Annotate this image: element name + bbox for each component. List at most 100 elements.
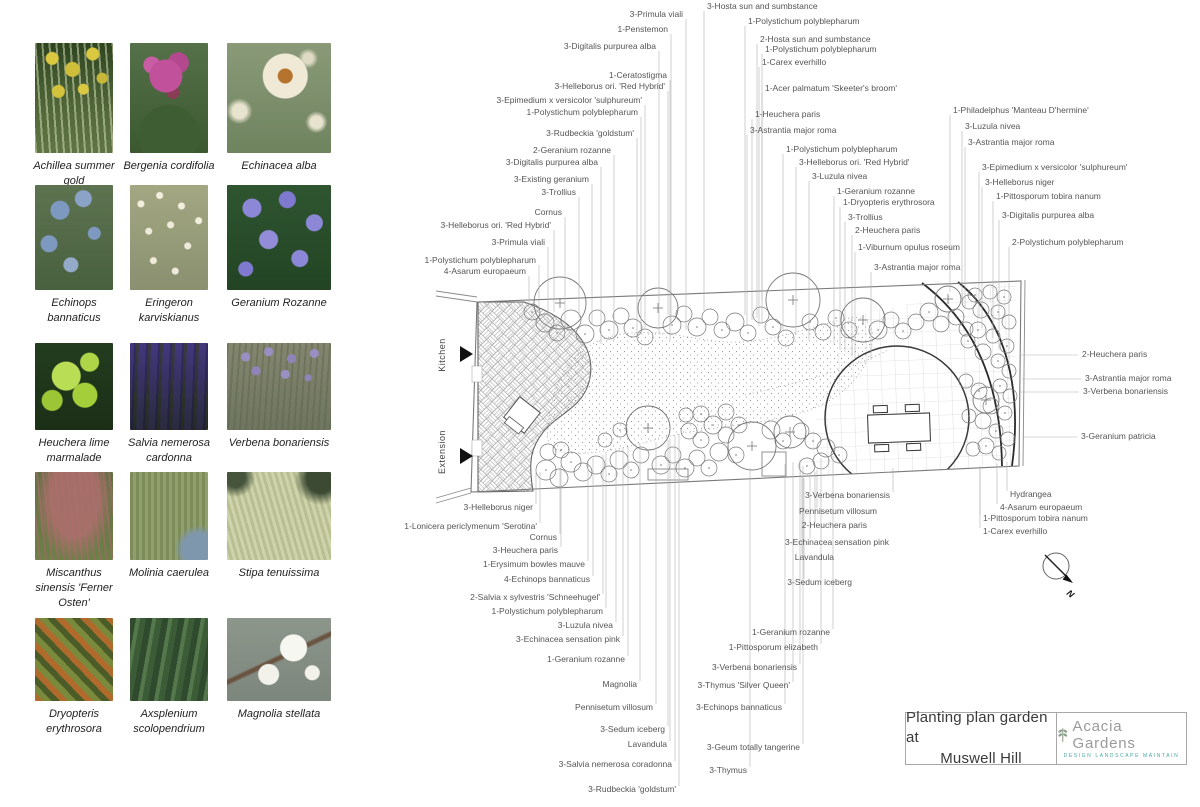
plan-label: 1-Penstemon [617, 24, 668, 34]
plan-label: 3-Rudbeckia 'goldstum' [588, 784, 676, 794]
plant-circle [700, 459, 718, 477]
plant-circle [894, 322, 912, 340]
plant-caption: Magnolia stellata [237, 708, 321, 720]
plant-circle [992, 378, 1008, 394]
plant-circle [709, 442, 729, 462]
path-arc-outer [921, 282, 1003, 467]
door-arrow-extension [460, 448, 473, 464]
plan-label: 3-Digitalis purpurea alba [1002, 210, 1095, 220]
plan-label: 3-Epimedium x versicolor 'sulphureum' [982, 162, 1128, 172]
lawn-edge-dotted [744, 349, 889, 396]
plan-label: 1-Carex everhillo [762, 57, 827, 67]
plant-circle [827, 309, 845, 327]
plant-photo-echinops [35, 185, 113, 290]
plant-photo-salvia [130, 343, 208, 430]
plant-circle [840, 321, 858, 339]
plant-circle [586, 455, 606, 475]
plan-label: 3-Geum totally tangerine [706, 742, 800, 752]
door-opening-extension [471, 439, 483, 457]
plant-photo-stipa [227, 472, 331, 560]
tree-circle [625, 405, 671, 451]
plant-caption: Salvia nemerosa cardonna [128, 437, 210, 464]
plant-photo-verbena [227, 343, 331, 430]
lawn [547, 317, 873, 454]
plant-circle [688, 449, 706, 467]
plant-circle [717, 426, 735, 444]
plant-circle [535, 459, 557, 481]
plan-label: 1-Polystichum polyblepharum [424, 255, 537, 265]
plant-circle [680, 422, 698, 440]
plant-circle [961, 408, 977, 424]
plant-circle [960, 333, 976, 349]
plan-label: 1-Carex everhillo [983, 526, 1048, 536]
rear-patio-grid [798, 282, 1016, 477]
plant-circle [548, 324, 566, 342]
plant-circle [972, 301, 990, 319]
drawing-title-line2: Muswell Hill [940, 749, 1022, 767]
plant-caption: Heuchera lime marmalade [38, 437, 110, 464]
plant-photo-achillea [35, 43, 113, 153]
plant-caption: Molinia caerulea [128, 567, 210, 579]
plan-label: Hydrangea [1010, 489, 1052, 499]
plan-label: 3-Verbena bonariensis [711, 662, 797, 672]
wall-stub-top [435, 290, 478, 303]
plan-label: Lavandula [794, 552, 834, 562]
plan-label: 1-Ceratostigma [608, 70, 667, 80]
plant-circle [573, 462, 593, 482]
plan-label: 1-Erysimum bowles mauve [482, 559, 585, 569]
plan-label: 4-Asarum europaeum [443, 266, 526, 276]
plant-circle [798, 457, 816, 475]
plant-circle [947, 308, 965, 326]
plan-label: 3-Trollius [541, 187, 576, 197]
plan-label: 1-Lonicera periclymenum 'Serotina' [404, 521, 537, 531]
plan-label: 3-Helleborus ori. 'Red Hybrid' [554, 81, 665, 91]
plan-label: 3-Thymus [709, 765, 747, 775]
tree-circle [637, 287, 679, 329]
plant-circle [549, 468, 569, 488]
plant-caption: Dryopteris erythrosora [46, 708, 102, 735]
tree-circle [533, 276, 587, 330]
plan-label: 1-Acer palmatum 'Skeeter's broom' [765, 83, 897, 93]
plan-label: 2-Heuchera paris [801, 520, 867, 530]
plan-label: Magnolia [602, 679, 638, 689]
plant-caption: Echinops bannaticus [47, 297, 101, 324]
plant-photo-molinia [130, 472, 208, 560]
plan-label: Pennisetum villosum [799, 506, 877, 516]
door-opening-kitchen [471, 365, 483, 383]
right-wall-double [1022, 279, 1026, 467]
plan-label: 3-Astrantia major roma [874, 262, 961, 272]
plan-label: 1-Polystichum polyblepharum [526, 107, 639, 117]
drawing-title: Planting plan garden at Muswell Hill [906, 709, 1057, 767]
plant-circle [804, 432, 822, 450]
plant-circle [830, 446, 848, 464]
plant-circle [600, 465, 618, 483]
plant-circle [588, 309, 606, 327]
plant-circle [636, 328, 654, 346]
plot-boundary [470, 280, 1022, 493]
plan-label: 3-Verbena bonariensis [804, 490, 890, 500]
plant-circle [970, 382, 988, 400]
plant-circle [990, 353, 1006, 369]
plant-circle [990, 304, 1006, 320]
plan-label: Lavandula [627, 739, 667, 749]
plan-label: 1-Pittosporum elizabeth [728, 642, 818, 652]
plant-circle [651, 455, 671, 475]
plant-circle [662, 315, 682, 335]
plant-circle [1000, 431, 1016, 447]
leaf-icon [1058, 728, 1068, 742]
plant-circle [664, 446, 682, 464]
plant-photo-geranium [227, 185, 331, 290]
plant-circle [539, 443, 557, 461]
plan-label: 3-Primula viali [629, 9, 683, 19]
plan-label: 1-Pittosporum tobira nanum [996, 191, 1101, 201]
dining-table [867, 403, 931, 453]
plant-circle [801, 313, 819, 331]
plant-circle [552, 441, 570, 459]
plant-circle [730, 416, 748, 434]
plant-circle [739, 324, 757, 342]
plan-label: 3-Astrantia major roma [968, 137, 1055, 147]
plan-label: 3-Existing geranium [513, 174, 589, 184]
plant-circles-layer [523, 272, 1018, 488]
plan-label: 1-Polystichum polyblepharum [765, 44, 877, 54]
